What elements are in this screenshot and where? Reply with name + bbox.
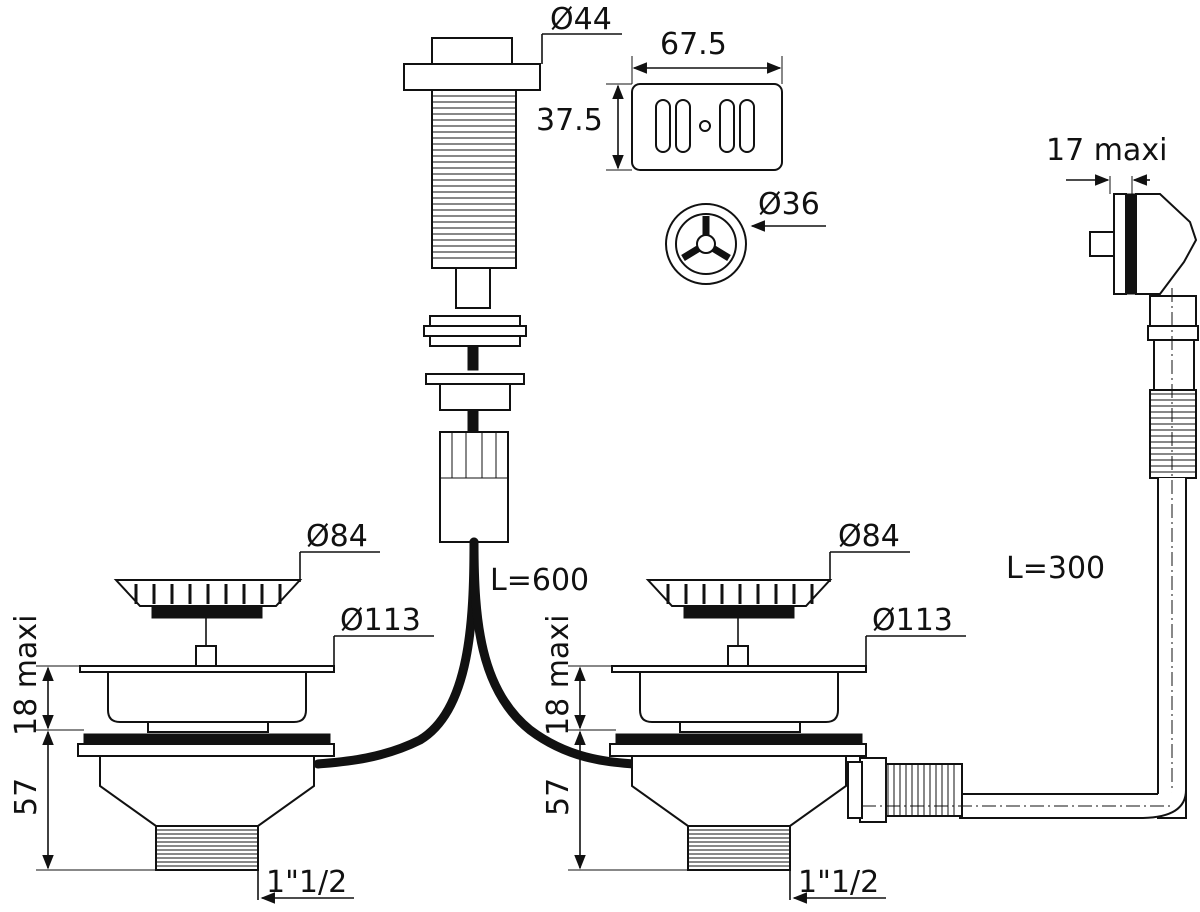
left-basket-diameter-label: Ø84 (306, 519, 368, 554)
left-flange-callout: Ø113 (333, 603, 434, 666)
button-diameter-label: Ø44 (550, 2, 612, 37)
left-flange-diameter-label: Ø113 (340, 603, 421, 638)
bowden-cable (313, 537, 639, 769)
right-sink-thickness-dimension: 18 maxi (541, 615, 616, 736)
cap-diameter-callout: Ø36 (750, 187, 826, 232)
button-diameter-callout: Ø44 (541, 2, 622, 64)
overflow-thickness-label: 17 maxi (1046, 133, 1167, 168)
push-button-actuator (403, 37, 541, 543)
right-basket-callout: Ø84 (829, 519, 910, 582)
right-body-height-label: 57 (541, 778, 576, 816)
right-thread-label: 1"1/2 (798, 865, 879, 900)
left-thread-label: 1"1/2 (266, 865, 347, 900)
cap-diameter-label: Ø36 (758, 187, 820, 222)
overflow-plate (631, 83, 783, 171)
left-sink-thickness-label: 18 maxi (9, 615, 44, 736)
overflow-cap (665, 203, 747, 285)
left-body-height-dimension: 57 (9, 730, 156, 871)
right-body-height-dimension: 57 (541, 730, 688, 871)
right-basket-diameter-label: Ø84 (838, 519, 900, 554)
right-flange-callout: Ø113 (865, 603, 966, 666)
cable-length-label: L=600 (490, 563, 589, 598)
plate-height-dimension: 37.5 (536, 83, 632, 171)
plate-height-label: 37.5 (536, 103, 603, 138)
right-sink-thickness-label: 18 maxi (541, 615, 576, 736)
overflow-thickness-dimension: 17 maxi (1046, 133, 1167, 194)
left-sink-thickness-dimension: 18 maxi (9, 615, 84, 736)
right-flange-diameter-label: Ø113 (872, 603, 953, 638)
right-thread-callout: 1"1/2 (789, 852, 886, 904)
right-strainer (609, 579, 867, 871)
overflow-hose (847, 757, 1187, 823)
overflow-hose-length-label: L=300 (1006, 551, 1105, 586)
left-basket-callout: Ø84 (299, 519, 380, 582)
plate-width-dimension: 67.5 (631, 27, 783, 84)
left-thread-callout: 1"1/2 (257, 852, 354, 904)
overflow-assembly (1089, 193, 1199, 819)
left-body-height-label: 57 (9, 778, 44, 816)
plate-width-label: 67.5 (660, 27, 727, 62)
left-strainer (77, 579, 335, 871)
